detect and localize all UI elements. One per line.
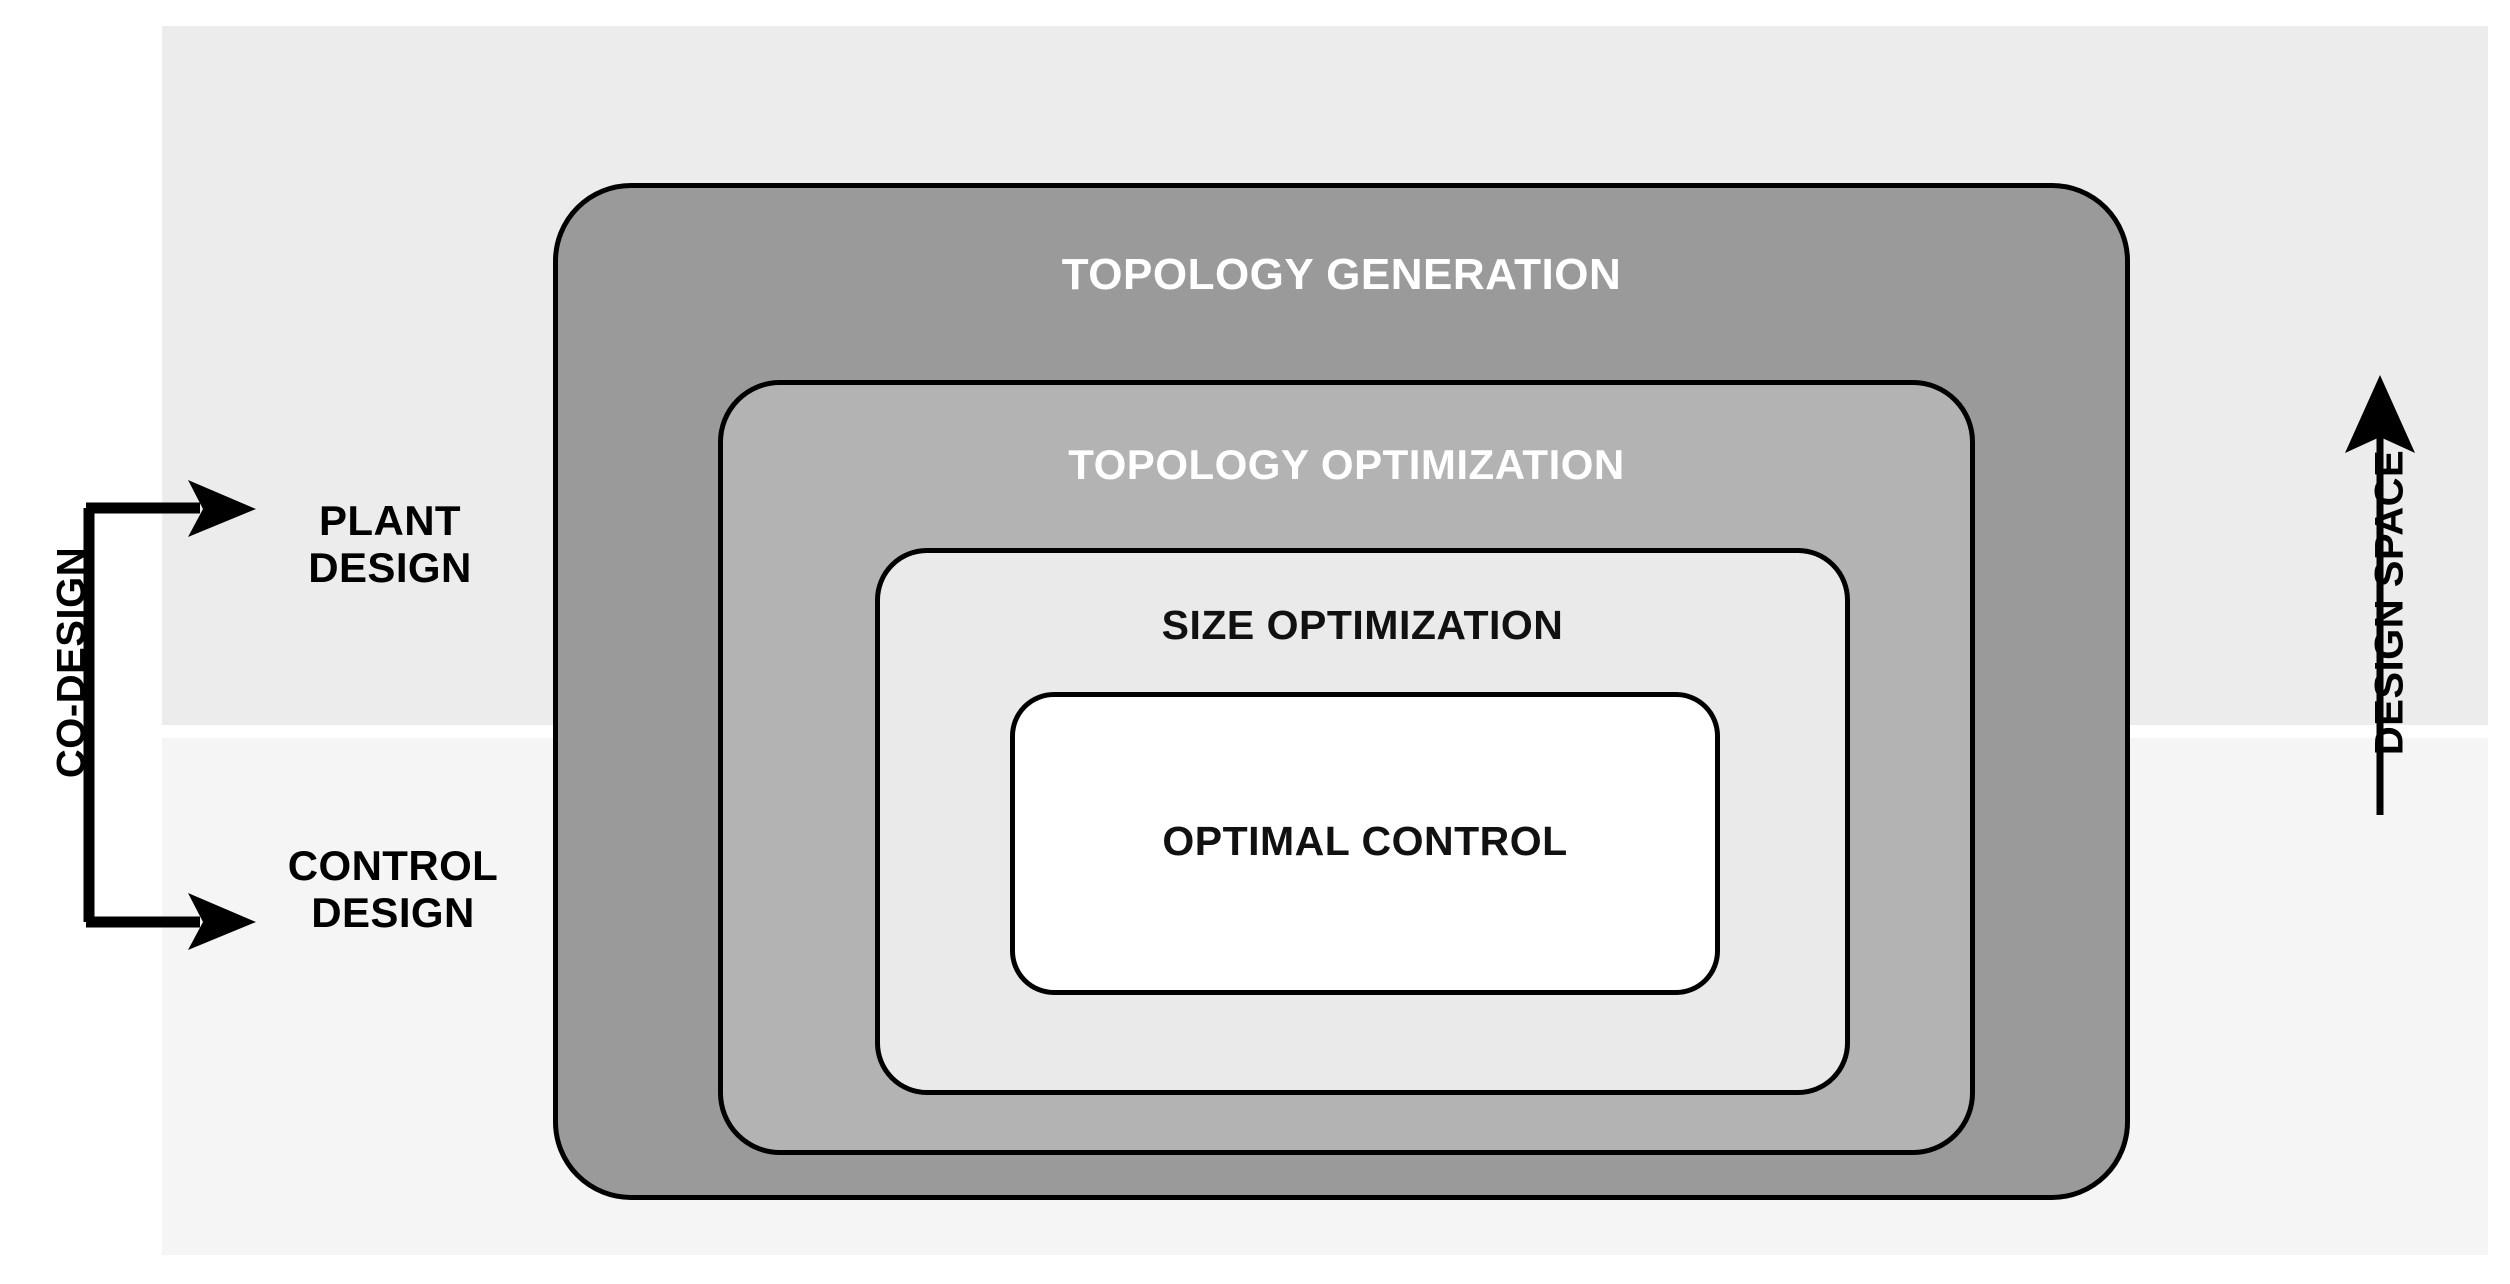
co-design-bracket-connector [83,480,256,950]
level-label-topology-generation: TOPOLOGY GENERATION [1061,250,1622,299]
level-label-optimal-control: OPTIMAL CONTROL [1162,818,1568,864]
level-box-optimal-control[interactable]: OPTIMAL CONTROL [1010,692,1720,995]
branch-label-control-design: CONTROL DESIGN [287,842,499,937]
level-label-size-optimization: SIZE OPTIMIZATION [1161,602,1564,648]
design-space-arrow-icon [2345,375,2415,815]
branch-label-plant-design: PLANT DESIGN [308,497,472,592]
level-label-topology-optimization: TOPOLOGY OPTIMIZATION [1068,441,1625,488]
